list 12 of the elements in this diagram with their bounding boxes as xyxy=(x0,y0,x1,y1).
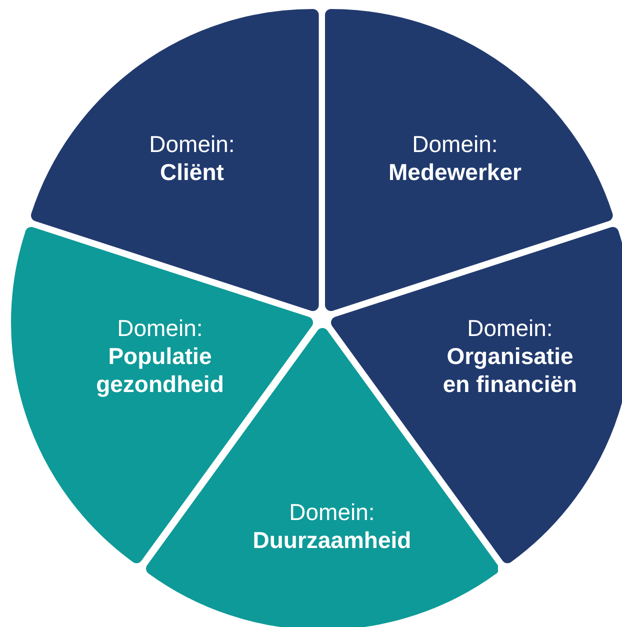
pie-segment xyxy=(30,9,319,312)
domain-name: Populatie gezondheid xyxy=(95,342,225,398)
domain-heading: Domein: xyxy=(467,314,553,342)
pie-segment xyxy=(325,9,614,312)
domain-name: Organisatie en financiën xyxy=(442,342,578,398)
domain-heading: Domein: xyxy=(412,130,498,158)
domain-heading: Domein: xyxy=(117,314,203,342)
domain-heading: Domein: xyxy=(149,130,235,158)
domain-name: Duurzaamheid xyxy=(252,526,412,554)
domain-name: Medewerker xyxy=(388,158,522,186)
domain-heading: Domein: xyxy=(289,498,375,526)
domain-name: Cliënt xyxy=(160,158,224,186)
